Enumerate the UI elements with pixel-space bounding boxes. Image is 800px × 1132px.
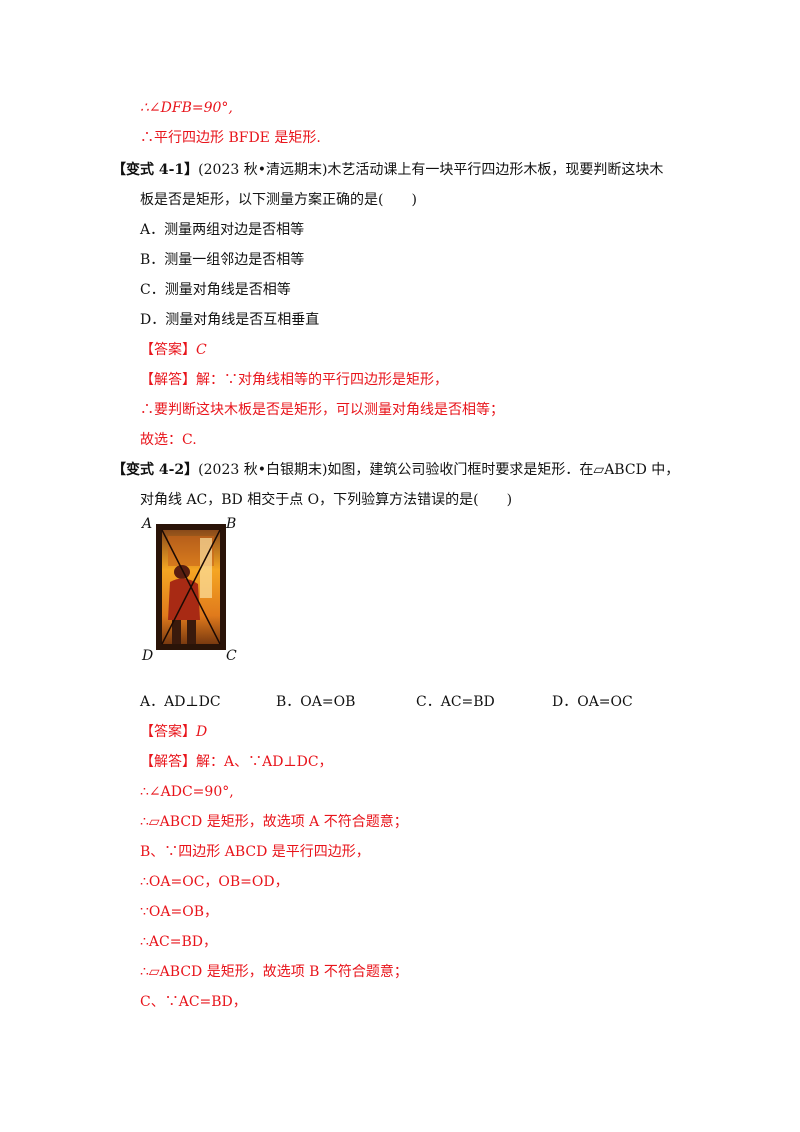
answer-tag: 【答案】 <box>140 724 196 740</box>
solution-text: 解：A、∵AD⊥DC， <box>196 754 333 770</box>
option-d: D．OA=OC <box>552 694 633 710</box>
option-b: B．测量一组邻边是否相等 <box>140 252 305 268</box>
option-b: B．OA=OB <box>276 694 356 710</box>
answer-value: D <box>196 724 208 740</box>
question-text: 板是否是矩形，以下测量方案正确的是( ) <box>140 192 417 208</box>
solution-text: 解：∵对角线相等的平行四边形是矩形， <box>196 372 448 388</box>
vertex-label-d: D <box>141 648 153 662</box>
answer-line: 【答案】D <box>140 722 207 742</box>
question-text: 对角线 AC，BD 相交于点 O，下列验算方法错误的是( ) <box>140 492 513 508</box>
solution-line: ∴要判断这块木板是否是矩形，可以测量对角线是否相等； <box>140 402 504 418</box>
solution-line: ∴∠ADC=90°, <box>140 784 234 800</box>
question-4-1: 【变式 4-1】(2023 秋•清远期末)木艺活动课上有一块平行四边形木板，现要… <box>112 160 663 180</box>
vertex-label-b: B <box>225 516 236 532</box>
solution-line: ∵OA=OB， <box>140 904 218 920</box>
option-c: C．测量对角线是否相等 <box>140 282 291 298</box>
solution-line: C、∵AC=BD， <box>140 994 247 1010</box>
question-text: (2023 秋•清远期末)木艺活动课上有一块平行四边形木板，现要判断这块木 <box>198 162 664 178</box>
answer-line: 【答案】C <box>140 340 207 360</box>
solution-line: ∴∠DFB=90°, <box>140 100 233 116</box>
solution-line: ∴平行四边形 BFDE 是矩形. <box>140 130 321 146</box>
vertex-label-c: C <box>226 648 237 662</box>
question-tag: 【变式 4-1】 <box>112 162 199 178</box>
question-4-2: 【变式 4-2】(2023 秋•白银期末)如图，建筑公司验收门框时要求是矩形．在… <box>112 460 679 480</box>
question-tag: 【变式 4-2】 <box>112 462 199 478</box>
solution-line: ∴▱ABCD 是矩形，故选项 A 不符合题意； <box>140 814 408 830</box>
solution-line: ∴OA=OC，OB=OD， <box>140 874 289 890</box>
solution-line: ∴AC=BD， <box>140 934 217 950</box>
answer-tag: 【答案】 <box>140 342 196 358</box>
person-head <box>174 565 190 579</box>
solution-line: 【解答】解：∵对角线相等的平行四边形是矩形， <box>140 370 448 390</box>
solution-line: B、∵四边形 ABCD 是平行四边形， <box>140 844 370 860</box>
diagonal-bd <box>161 529 221 645</box>
solution-line: 故选：C. <box>140 432 197 448</box>
question-text: (2023 秋•白银期末)如图，建筑公司验收门框时要求是矩形．在▱ABCD 中， <box>198 462 680 478</box>
solution-line: ∴▱ABCD 是矩形，故选项 B 不符合题意； <box>140 964 408 980</box>
option-d: D．测量对角线是否互相垂直 <box>140 312 320 328</box>
door-frame-figure: A B C D <box>140 516 237 662</box>
answer-value: C <box>196 342 207 358</box>
option-a: A．测量两组对边是否相等 <box>140 222 305 238</box>
option-c: C．AC=BD <box>416 694 495 710</box>
vertex-label-a: A <box>140 516 152 532</box>
solution-tag: 【解答】 <box>140 372 196 388</box>
solution-line: 【解答】解：A、∵AD⊥DC， <box>140 752 333 772</box>
solution-tag: 【解答】 <box>140 754 196 770</box>
option-a: A．AD⊥DC <box>140 694 221 710</box>
